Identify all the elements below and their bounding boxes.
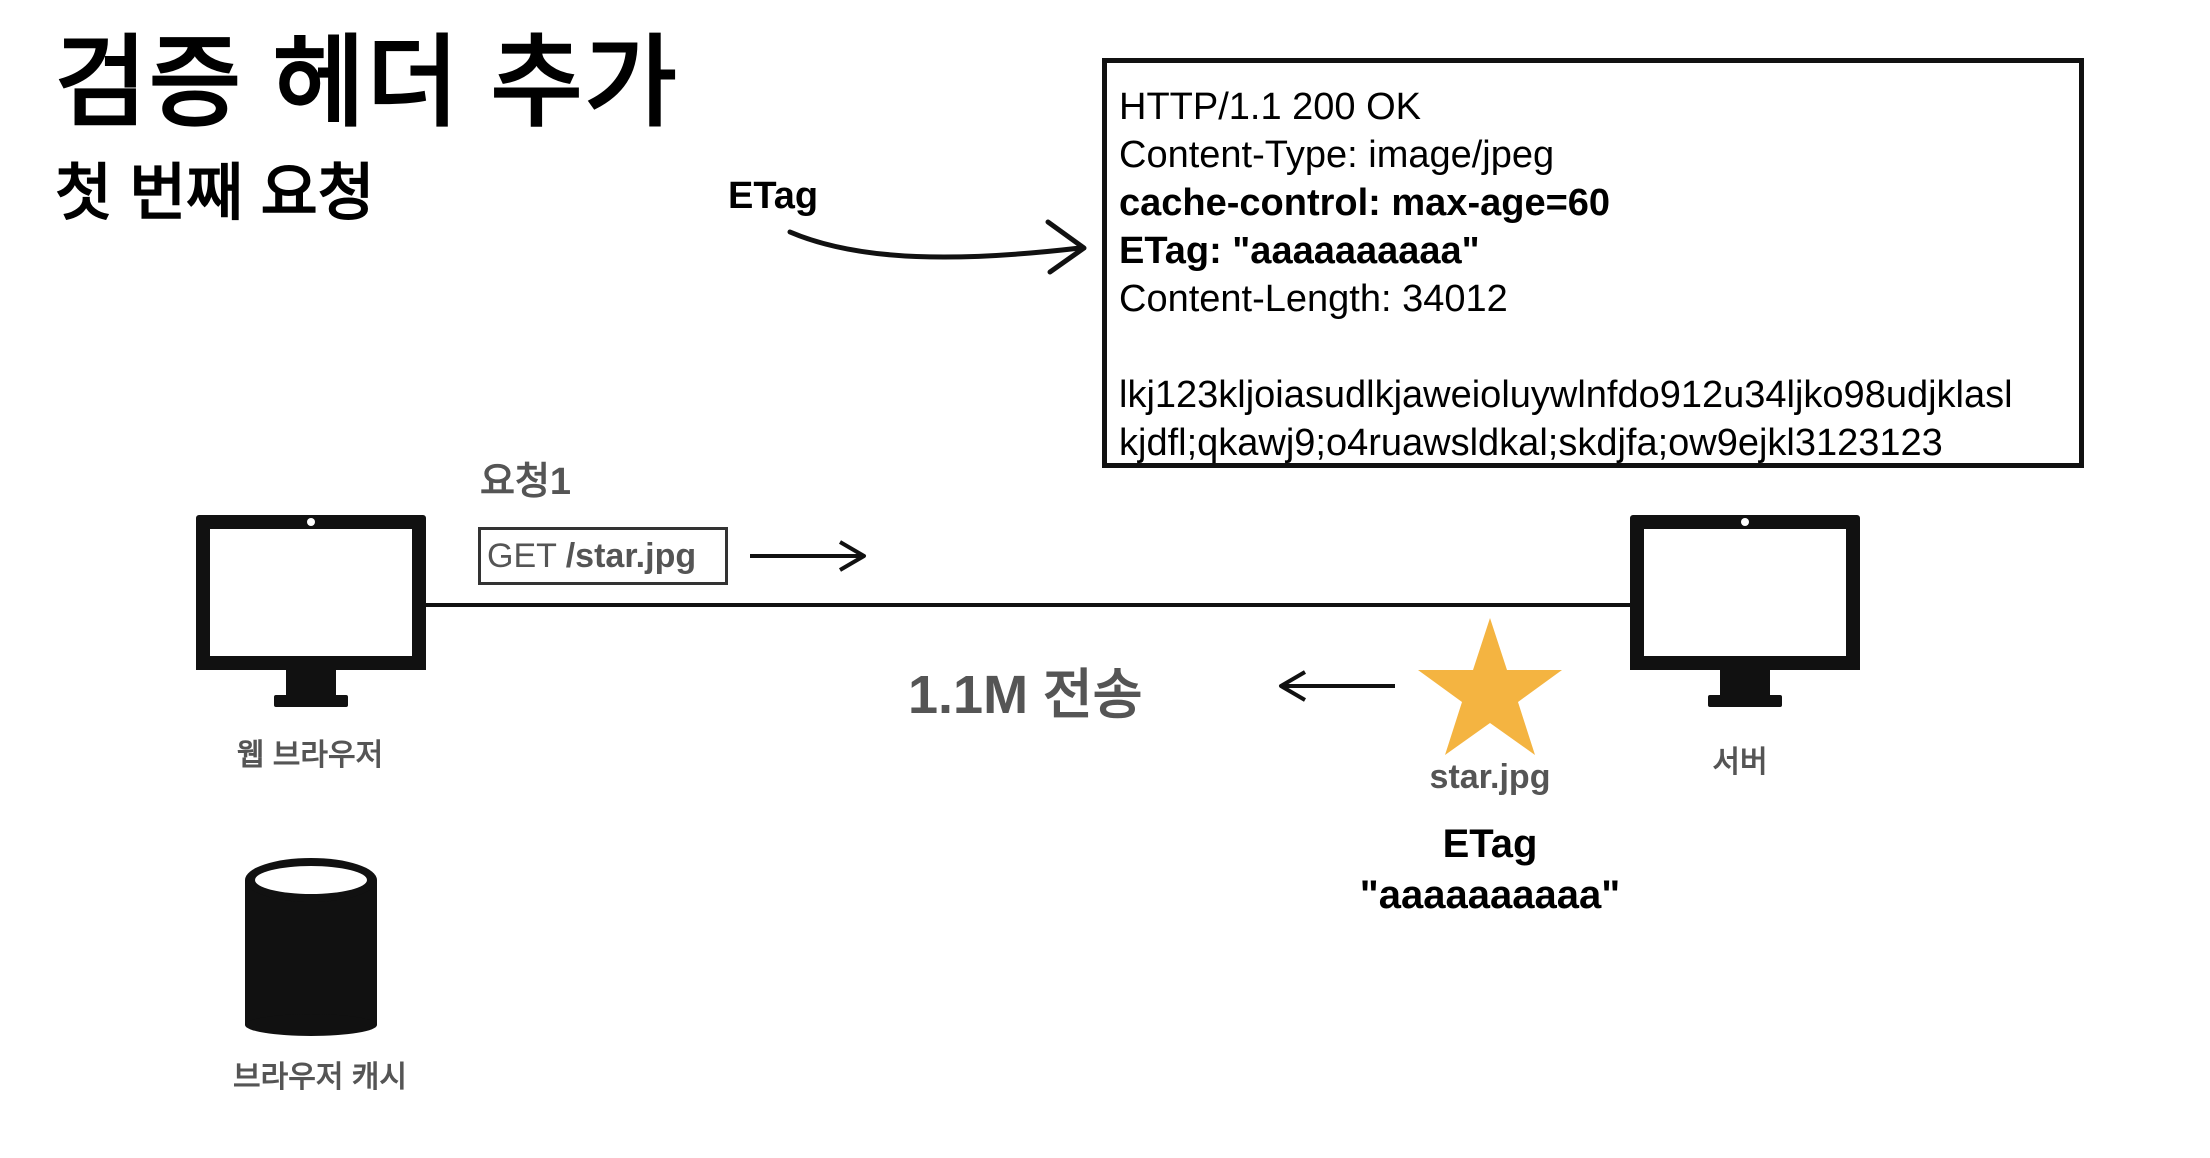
resource-etag-value: "aaaaaaaaaa" <box>1359 873 1621 917</box>
client-label: 웹 브라우저 <box>236 739 384 772</box>
response-body-line-2: kjdfl;qkawj9;o4ruawsldkal;skdjfa;ow9ejkl… <box>1119 422 1943 464</box>
star-icon <box>1418 618 1562 755</box>
client-monitor-icon <box>196 515 426 715</box>
request-method: GET <box>487 537 557 575</box>
response-etag-header: ETag: "aaaaaaaaaa" <box>1119 230 1480 272</box>
response-cache-control: cache-control: max-age=60 <box>1119 182 1611 224</box>
response-arrow-head <box>1279 670 1307 702</box>
request-path: /star.jpg <box>565 537 697 575</box>
request-line-box: GET /star.jpg <box>478 527 728 585</box>
etag-arrow-head <box>1045 219 1087 275</box>
request-label: 요청1 <box>480 461 572 503</box>
http-response-box: HTTP/1.1 200 OK Content-Type: image/jpeg… <box>1102 58 2084 468</box>
server-label: 서버 <box>1712 746 1768 779</box>
page-subtitle: 첫 번째 요청 <box>55 159 375 228</box>
page-title: 검증 헤더 추가 <box>55 27 679 139</box>
database-cylinder-icon <box>245 858 377 1036</box>
response-content-type: Content-Type: image/jpeg <box>1119 134 1555 176</box>
transfer-label: 1.1M 전송 <box>908 665 1143 725</box>
cache-label: 브라우저 캐시 <box>233 1061 407 1094</box>
resource-name: star.jpg <box>1429 758 1551 796</box>
resource-etag-label: ETag <box>1442 822 1538 866</box>
response-content-length: Content-Length: 34012 <box>1119 278 1508 320</box>
server-monitor-icon <box>1630 515 1860 715</box>
response-body-line-1: lkj123kljoiasudlkjaweioluywlnfdo912u34lj… <box>1119 374 2013 416</box>
request-arrow-head <box>838 540 866 572</box>
response-status-line: HTTP/1.1 200 OK <box>1119 86 1422 128</box>
etag-curved-arrow <box>787 229 1083 260</box>
etag-annotation-label: ETag <box>728 175 819 217</box>
